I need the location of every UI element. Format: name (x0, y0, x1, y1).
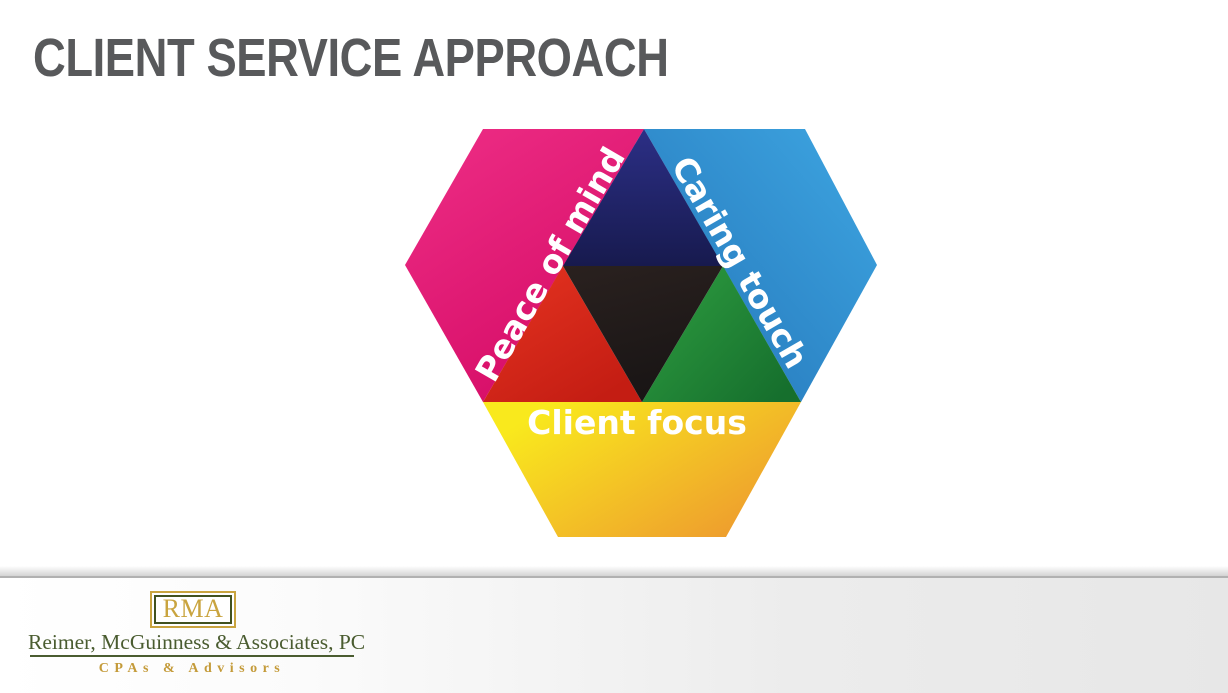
page-title: CLIENT SERVICE APPROACH (33, 28, 669, 88)
triangle-navy-overlap (563, 129, 723, 266)
rma-logo-inner-border: RMA (154, 595, 232, 624)
segment-client-focus (483, 402, 801, 537)
triangle-green-overlap (642, 266, 801, 402)
segment-caring-touch (644, 129, 877, 402)
rma-logo-monogram: RMA (162, 593, 224, 623)
triangle-center-overlap (563, 266, 723, 402)
triangle-red-overlap (483, 266, 642, 402)
rma-logo: RMA (150, 591, 236, 628)
company-name: Reimer, McGuinness & Associates, PC (28, 630, 366, 654)
segment-peace-of-mind (405, 129, 644, 402)
label-client-focus: Client focus (527, 403, 747, 442)
company-tagline: CPAs & Advisors (98, 661, 286, 676)
company-name-underline (30, 655, 354, 657)
